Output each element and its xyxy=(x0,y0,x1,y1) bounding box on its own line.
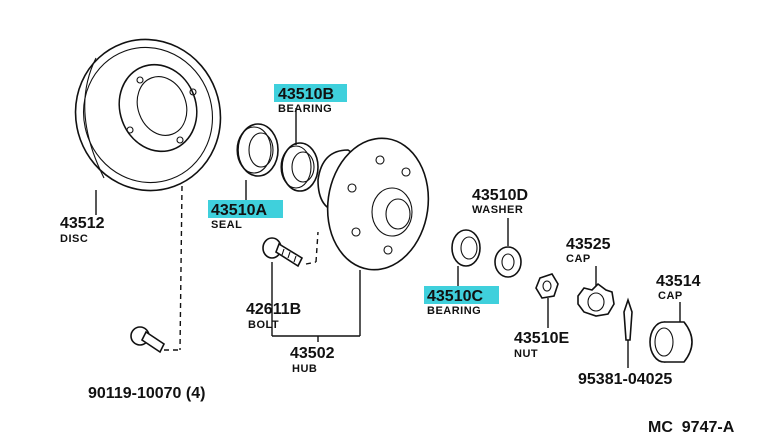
outer-bearing-part-name: BEARING xyxy=(427,305,481,317)
inner-bearing-part-number: 43510B xyxy=(278,86,334,103)
hub-bolt-drawing xyxy=(262,237,304,268)
highlight-43510b xyxy=(274,84,347,102)
washer-drawing xyxy=(494,246,522,278)
highlight-43510c xyxy=(424,286,499,304)
nut-lock-cap-drawing xyxy=(577,282,615,317)
outer-bearing-drawing xyxy=(451,229,481,267)
inner-bearing-drawing xyxy=(280,142,319,192)
disc-bolt-part-number: 90119-10070 (4) xyxy=(88,385,205,402)
nut-drawing xyxy=(535,273,559,299)
cotter-pin-drawing xyxy=(623,297,633,368)
hub-part-number: 43502 xyxy=(290,345,335,362)
grease-cap-part-number: 43514 xyxy=(656,273,701,290)
hub-bolt-part-name: BOLT xyxy=(248,319,279,331)
inner-bearing-part-name: BEARING xyxy=(278,103,332,115)
disc-part-name: DISC xyxy=(60,233,88,245)
disc-part-number: 43512 xyxy=(60,215,105,232)
nut-part-number: 43510E xyxy=(514,330,569,347)
cotter-pin-part-number: 95381-04025 xyxy=(578,371,672,388)
hub-drawing xyxy=(317,137,430,271)
brake-disc-drawing xyxy=(74,38,222,192)
washer-part-name: WASHER xyxy=(472,204,523,216)
seal-drawing xyxy=(236,123,279,177)
diagram-code: MC 9747-A xyxy=(648,419,735,436)
nut-lock-cap-part-name: CAP xyxy=(566,253,591,265)
outer-bearing-part-number: 43510C xyxy=(427,288,483,305)
disc-bolt-drawing xyxy=(130,326,166,354)
highlight-43510a xyxy=(208,200,283,218)
grease-cap-drawing xyxy=(649,321,693,363)
nut-lock-cap-part-number: 43525 xyxy=(566,236,611,253)
hub-bolt-part-number: 42611B xyxy=(246,301,301,318)
grease-cap-part-name: CAP xyxy=(658,290,683,302)
washer-part-number: 43510D xyxy=(472,187,528,204)
seal-part-name: SEAL xyxy=(211,219,242,231)
seal-part-number: 43510A xyxy=(211,202,267,219)
nut-part-name: NUT xyxy=(514,348,538,360)
hub-part-name: HUB xyxy=(292,363,317,375)
